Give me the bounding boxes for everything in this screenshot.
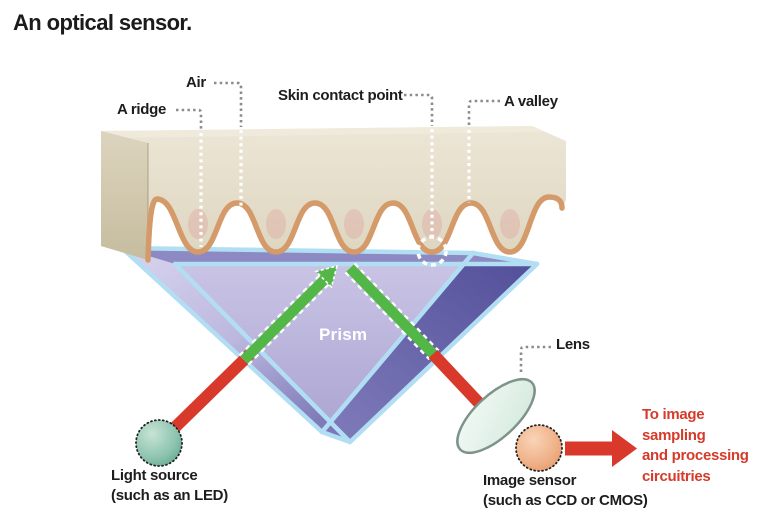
diagram-title: An optical sensor. [13,10,192,35]
label-lens: Lens [556,336,590,353]
light-source-led [135,419,183,467]
skin-contact-circle-marker [416,235,448,267]
label-skin-contact: Skin contact point [278,87,403,104]
skin-wave-outline [145,194,565,263]
ridge-leader-line [176,108,203,130]
label-prism: Prism [319,325,368,344]
beam-exit-red [428,349,484,408]
skin-block [101,126,566,263]
lens-shape [456,377,536,455]
beam-internal-down-green [346,264,440,361]
label-air: Air [186,74,206,91]
label-a-ridge: A ridge [117,101,167,118]
ridge-blush [188,209,520,239]
beam-up-arrowhead [314,264,339,289]
lens-leader-line [519,345,551,374]
beam-internal-up-green [240,272,332,364]
air-leader-line [214,81,243,127]
label-a-valley: A valley [504,93,558,110]
skin-top-face [101,126,545,138]
valley-leader-line [467,99,500,127]
image-sensor-chip [515,424,563,472]
label-image-sensor: Image sensor (such as CCD or CMOS) [483,472,648,509]
skin-contact-leader-line [404,93,434,126]
label-output-destination: To image sampling and processing circuit… [642,406,749,486]
label-light-source: Light source (such as an LED) [111,467,228,504]
skin-left-face [101,131,148,260]
output-arrow [565,430,637,467]
